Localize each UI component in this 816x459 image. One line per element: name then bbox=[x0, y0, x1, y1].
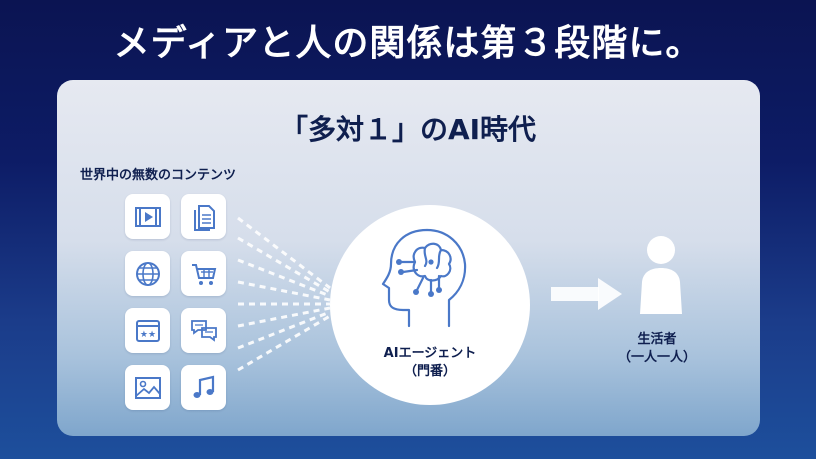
video-icon bbox=[134, 206, 161, 227]
globe-icon bbox=[135, 261, 160, 286]
music-icon bbox=[193, 375, 214, 398]
beam-line bbox=[237, 280, 331, 302]
document-icon bbox=[193, 204, 215, 231]
ai-head-icon bbox=[381, 228, 467, 328]
headline: メディアと人の関係は第３段階に。 bbox=[113, 23, 703, 64]
music-tile bbox=[181, 365, 226, 410]
svg-text:★★: ★★ bbox=[139, 330, 155, 340]
arrow-head bbox=[598, 278, 622, 310]
contents-label: 世界中の無数のコンテンツ bbox=[80, 168, 237, 183]
beam-line bbox=[237, 216, 331, 290]
ai-agent-circle bbox=[330, 205, 530, 405]
chat-icon bbox=[190, 319, 217, 342]
cart-tile bbox=[181, 251, 226, 296]
shopping-cart-icon bbox=[191, 263, 216, 285]
agent-label: AIエージェント bbox=[383, 346, 477, 361]
beam-line bbox=[237, 310, 331, 350]
panel-title: 「多対１」のAI時代 bbox=[279, 113, 537, 146]
agent-label-block: AIエージェント （門番） bbox=[330, 345, 530, 381]
person-icon bbox=[640, 236, 682, 314]
person-label: 生活者 bbox=[637, 332, 677, 347]
image-icon bbox=[134, 376, 161, 399]
document-tile bbox=[181, 194, 226, 239]
person-sublabel: （一人一人） bbox=[617, 350, 696, 365]
beam-line bbox=[237, 306, 331, 328]
image-tile bbox=[125, 365, 170, 410]
globe-tile bbox=[125, 251, 170, 296]
chat-tile bbox=[181, 308, 226, 353]
beam-line bbox=[237, 258, 331, 298]
beam-line bbox=[237, 236, 331, 294]
agent-sublabel: （門番） bbox=[403, 364, 456, 379]
website-icon: ★★ bbox=[135, 319, 160, 342]
website-tile: ★★ bbox=[125, 308, 170, 353]
video-tile bbox=[125, 194, 170, 239]
arrow-shaft bbox=[551, 287, 599, 301]
beam-line bbox=[237, 314, 331, 372]
person-label-block: 生活者 （一人一人） bbox=[602, 331, 712, 367]
